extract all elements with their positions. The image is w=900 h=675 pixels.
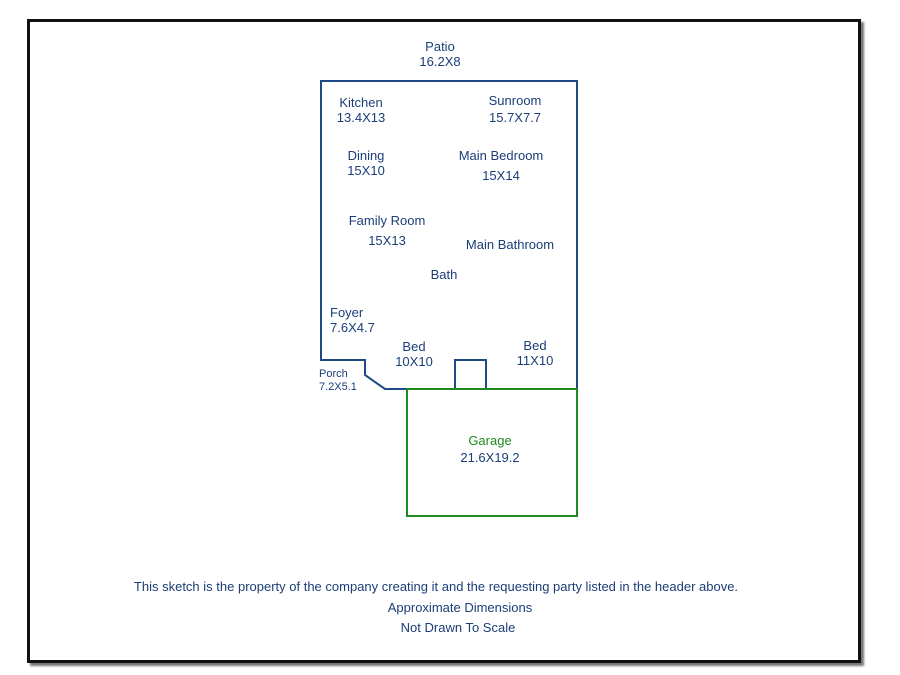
room-kitchen: Kitchen 13.4X13 [321, 95, 401, 125]
room-dimensions: 15.7X7.7 [488, 110, 542, 125]
room-dimensions: 15X14 [482, 168, 520, 183]
room-main-bedroom: Main Bedroom 15X14 [445, 148, 557, 183]
room-dimensions: 7.6X4.7 [330, 320, 375, 335]
room-name: Sunroom [488, 93, 542, 108]
room-name: Family Room [348, 213, 426, 228]
room-dimensions: 13.4X13 [336, 110, 386, 125]
room-name: Garage [468, 433, 512, 448]
room-dimensions: 7.2X5.1 [319, 381, 357, 393]
garage-outline [406, 388, 578, 517]
approximate-dimensions-text: Approximate Dimensions [387, 600, 533, 615]
room-dimensions: 15X13 [368, 233, 406, 248]
room-dimensions: 16.2X8 [419, 54, 461, 69]
room-bath: Bath [414, 267, 474, 282]
sketch-frame [27, 19, 861, 663]
room-name: Porch [319, 368, 348, 380]
room-name: Bed [402, 339, 426, 354]
room-main-bathroom: Main Bathroom [450, 237, 570, 252]
room-dining: Dining 15X10 [331, 148, 401, 178]
room-name: Main Bathroom [465, 237, 555, 252]
room-dimensions: 15X10 [347, 163, 385, 178]
disclaimer-text: This sketch is the property of the compa… [133, 579, 739, 594]
room-garage: Garage 21.6X19.2 [440, 433, 540, 465]
room-dimensions: 11X10 [516, 353, 554, 368]
room-name: Bed [523, 338, 547, 353]
room-sunroom: Sunroom 15.7X7.7 [470, 93, 560, 125]
room-name: Main Bedroom [458, 148, 544, 163]
not-to-scale-text: Not Drawn To Scale [400, 620, 516, 635]
room-foyer: Foyer 7.6X4.7 [330, 305, 400, 335]
house-outline [320, 80, 578, 390]
room-family-room: Family Room 15X13 [335, 213, 439, 248]
room-name: Bath [430, 267, 458, 282]
room-porch: Porch 7.2X5.1 [319, 368, 379, 394]
room-bed-1: Bed 10X10 [384, 339, 444, 369]
room-bed-2: Bed 11X10 [505, 338, 565, 368]
room-dimensions: 10X10 [395, 354, 433, 369]
room-name: Foyer [330, 305, 364, 320]
room-name: Dining [347, 148, 385, 163]
room-name: Kitchen [339, 95, 383, 110]
room-name: Patio [425, 39, 455, 54]
room-dimensions: 21.6X19.2 [460, 450, 520, 465]
room-patio: Patio 16.2X8 [400, 39, 480, 69]
